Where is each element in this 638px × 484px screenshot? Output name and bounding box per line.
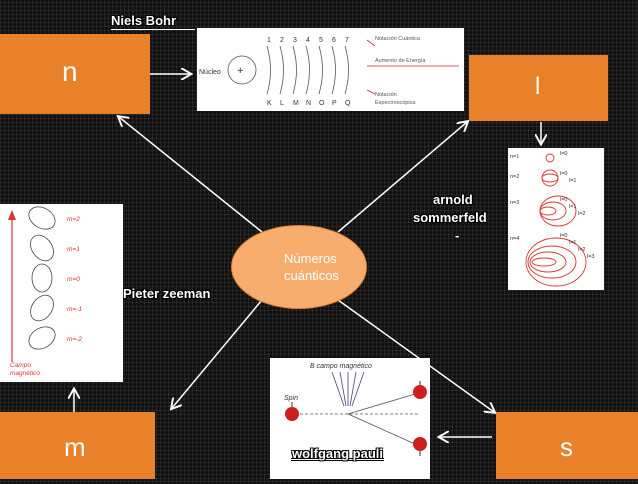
zeeman-ellipse (28, 326, 56, 350)
bohr-energy: Aumento de Energía (375, 58, 426, 64)
arrow-center-to-m (172, 299, 263, 408)
bohr-number-6: 6 (332, 37, 336, 44)
label-bohr: Niels Bohr (111, 13, 177, 28)
box-m: m (0, 412, 155, 479)
zeeman-ellipses (28, 206, 56, 350)
box-n-label: n (62, 56, 78, 87)
sommerfeld-l-2-0: l=0 (560, 171, 568, 177)
label-zeeman: Pieter zeeman (123, 286, 211, 301)
sommerfeld-l-4-0: l=0 (560, 233, 568, 239)
label-bohr-underline (111, 29, 195, 30)
bohr-number-7: 7 (345, 37, 349, 44)
arrow-center-to-s (337, 299, 494, 412)
zeeman-ellipse (30, 294, 54, 322)
bohr-letter-P: P (332, 100, 337, 107)
bohr-shells (266, 45, 349, 95)
sommerfeld-l-3-2: l=2 (578, 211, 586, 217)
sommerfeld-l-4-3: l=3 (587, 254, 595, 260)
orbit-ellipses (525, 153, 587, 287)
zeeman-ellipse (30, 234, 54, 262)
center-ellipse: Números cuánticos (231, 225, 367, 309)
label-pauli: wolfgang pauli (292, 446, 383, 461)
sommerfeld-l-2-1: l=1 (569, 178, 577, 184)
center-line2: cuánticos (284, 268, 339, 283)
zeeman-labels: m=2 m=1 m=0 m=-1 m=-2 (67, 216, 82, 343)
bohr-shell (279, 45, 284, 95)
bohr-shell (292, 45, 297, 95)
bohr-notation: Notación Cuántica (375, 36, 421, 42)
zeeman-level-3: m=-1 (67, 306, 82, 313)
bohr-letter-O: O (319, 100, 325, 107)
bohr-spectro-2: Espectroscópica (375, 100, 416, 106)
arrow-center-to-n (119, 117, 263, 233)
pauli-figure: B campo magnético Spin (284, 363, 427, 456)
zeeman-field-1: Campo (10, 362, 31, 369)
box-n: n (0, 34, 150, 114)
zeeman-field-2: magnético (10, 370, 40, 377)
box-m-label: m (64, 432, 86, 462)
bohr-numbers: 1 2 3 4 5 6 7 (267, 37, 349, 44)
bohr-nucleus: Núcleo (199, 69, 221, 76)
zeeman-level-1: m=1 (67, 246, 80, 253)
sommerfeld-l-1-0: l=0 (560, 151, 568, 157)
arrow-center-to-l (337, 122, 467, 233)
label-sommerfeld-dash: - (455, 228, 460, 243)
bohr-plus: + (237, 65, 243, 77)
sommerfeld-l-4-2: l=2 (578, 247, 586, 253)
bohr-number-2: 2 (280, 37, 284, 44)
bohr-shell (331, 45, 336, 95)
bohr-letter-Q: Q (345, 100, 351, 107)
sommerfeld-l-3-0: l=0 (560, 197, 568, 203)
zeeman-level-2: m=0 (67, 276, 80, 283)
zeeman-level-4: m=-2 (67, 336, 82, 343)
pauli-panel: B campo magnético Spin (270, 358, 430, 479)
bohr-letter-N: N (306, 100, 311, 107)
bohr-number-1: 1 (267, 37, 271, 44)
pauli-field: B campo magnético (310, 363, 372, 370)
zeeman-ellipse (28, 206, 56, 230)
zeeman-level-0: m=2 (67, 216, 80, 223)
bohr-number-5: 5 (319, 37, 323, 44)
label-sommerfeld-2: sommerfeld (413, 210, 487, 225)
bohr-shell (344, 45, 349, 95)
zeeman-ellipse (31, 263, 53, 293)
sommerfeld-l-3-1: l=1 (569, 204, 577, 210)
bohr-shell (305, 45, 310, 95)
pauli-spin: Spin (284, 395, 298, 402)
sommerfeld-n-2: n=2 (510, 174, 519, 180)
box-l-label: l (535, 73, 541, 100)
box-l: l (469, 55, 608, 121)
zeeman-figure: m=2 m=1 m=0 m=-1 m=-2 Campo magnético (8, 206, 82, 377)
bohr-shell (318, 45, 323, 95)
sommerfeld-n-1: n=1 (510, 154, 519, 160)
bohr-number-3: 3 (293, 37, 297, 44)
sommerfeld-l-4-1: l=1 (569, 240, 577, 246)
bohr-letter-L: L (280, 100, 284, 107)
sommerfeld-n-4: n=4 (510, 236, 519, 242)
bohr-letter-K: K (267, 100, 272, 107)
zeeman-panel: m=2 m=1 m=0 m=-1 m=-2 Campo magnético (0, 204, 123, 382)
box-s: s (496, 412, 638, 479)
bohr-shell (266, 45, 271, 95)
bohr-number-4: 4 (306, 37, 310, 44)
label-sommerfeld-1: arnold (433, 192, 473, 207)
bohr-spectro-1: Notación (375, 92, 397, 98)
bohr-letter-M: M (293, 100, 299, 107)
sommerfeld-n-3: n=3 (510, 200, 519, 206)
center-line1: Números (284, 251, 337, 266)
box-s-label: s (560, 432, 573, 462)
